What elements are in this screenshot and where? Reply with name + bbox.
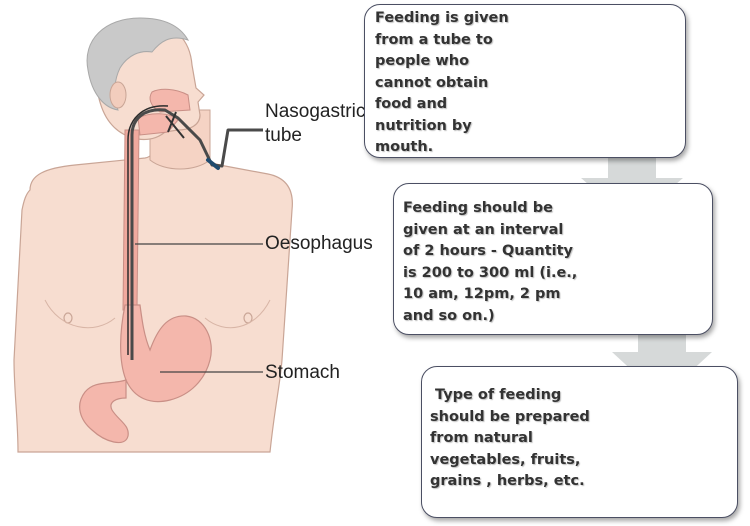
step-text-2: Feeding should be given at an interval o… — [403, 198, 577, 327]
torso — [13, 117, 293, 453]
step-2-line: of 2 hours - Quantity — [403, 243, 573, 259]
step-box-3 — [421, 366, 738, 518]
step-2-line: Feeding should be — [403, 200, 553, 216]
step-1-line: from a tube to — [375, 31, 493, 48]
step-2-line: and so on.) — [403, 307, 495, 324]
step-1-line: nutrition by — [375, 117, 472, 134]
step-3-line: vegetables, fruits, — [430, 451, 581, 468]
step-1-line: cannot obtain — [375, 74, 489, 91]
step-1-line: Feeding is given — [375, 10, 509, 26]
step-3-line: Type of feeding — [430, 387, 562, 403]
step-3-line: should be prepared — [430, 408, 590, 425]
step-3-line: grains , herbs, etc. — [430, 473, 585, 489]
stomach-label: Stomach — [265, 362, 340, 383]
tube-clip — [165, 111, 185, 139]
step-2-line: 10 am, 12pm, 2 pm — [403, 286, 561, 302]
chest-line-right — [204, 299, 271, 329]
tube-inner-line — [127, 105, 169, 355]
step-1-line: people who — [375, 53, 470, 69]
step-box-1 — [364, 4, 686, 158]
step-text-1: Feeding is given from a tube to people w… — [375, 8, 509, 159]
step-2-line: given at an interval — [403, 221, 564, 238]
step-2-line: is 200 to 300 ml (i.e., — [403, 264, 578, 281]
ear — [109, 81, 127, 109]
chest-line-left — [44, 299, 116, 329]
oesophagus-label: Oesophagus — [265, 233, 373, 254]
step-box-2 — [393, 183, 713, 335]
nasogastric-tube-label: Nasogastric tube — [265, 100, 365, 148]
step-3-line: from natural — [430, 430, 533, 446]
nasogastric-label-line1: Nasogastric — [265, 101, 366, 122]
step-1-line: mouth. — [375, 139, 434, 155]
step-text-3: Type of feeding should be prepared from … — [430, 385, 590, 493]
tube-connector — [206, 158, 220, 170]
step-1-line: food and — [375, 96, 448, 112]
intestine — [79, 379, 129, 444]
nasogastric-label-line2: tube — [265, 125, 302, 146]
